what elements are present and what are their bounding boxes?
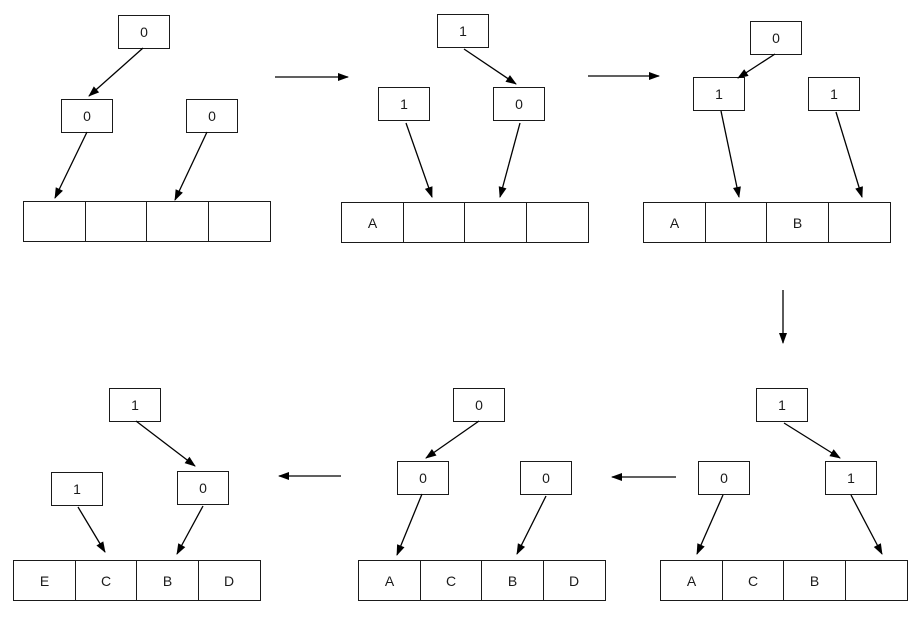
array-row [23,201,271,242]
root-bit-node: 0 [750,21,802,55]
array-cell [844,560,908,601]
array-row: A C B [660,560,908,601]
root-bit-node: 0 [118,15,170,49]
array-cell [464,202,527,243]
array-cell: A [341,202,404,243]
root-bit-node: 1 [109,388,161,422]
left-bit-node: 1 [51,472,103,506]
array-cell [704,202,768,243]
root-bit-node: 1 [756,388,808,422]
array-cell: A [358,560,421,601]
left-bit-node: 0 [397,461,449,495]
array-cell: B [766,202,829,243]
array-cell: B [783,560,846,601]
array-cell [207,201,271,242]
array-cell [827,202,891,243]
right-bit-node: 0 [186,99,238,133]
right-bit-node: 0 [177,471,229,505]
array-row: A [341,202,589,243]
array-cell [402,202,466,243]
array-cell: D [542,560,606,601]
left-bit-node: 0 [698,461,750,495]
left-bit-node: 1 [378,87,430,121]
root-bit-node: 1 [437,14,489,48]
array-row: A B [643,202,891,243]
right-bit-node: 1 [808,77,860,111]
array-cell: B [481,560,544,601]
array-cell: E [13,560,76,601]
array-cell: B [136,560,199,601]
right-bit-node: 0 [520,461,572,495]
array-cell: A [643,202,706,243]
right-bit-node: 0 [493,87,545,121]
right-bit-node: 1 [825,461,877,495]
array-cell: C [74,560,138,601]
root-bit-node: 0 [453,388,505,422]
array-cell: A [660,560,723,601]
array-row: A C B D [358,560,606,601]
array-cell [525,202,589,243]
left-bit-node: 1 [693,77,745,111]
array-row: E C B D [13,560,261,601]
array-cell: C [721,560,785,601]
array-cell: D [197,560,261,601]
